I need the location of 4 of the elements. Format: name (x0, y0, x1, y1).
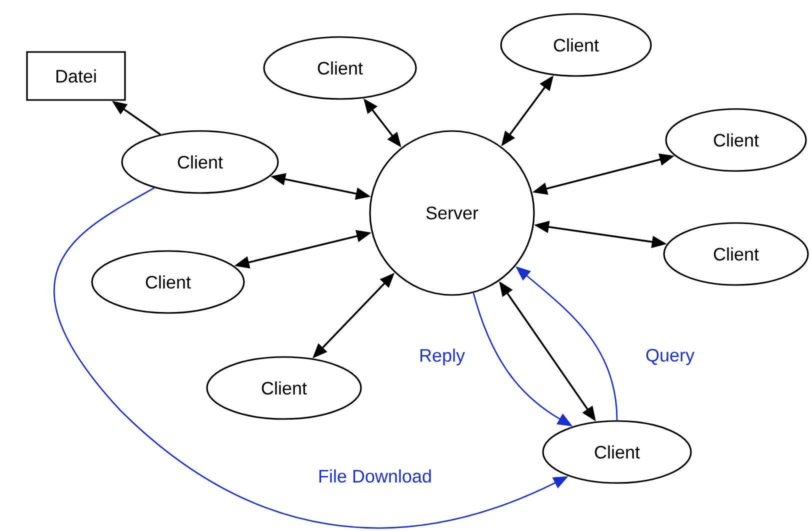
file-box: Datei (26, 51, 126, 101)
edge-label: Reply (418, 348, 466, 366)
edge-label: File Download (316, 468, 434, 484)
edge-label: Query (644, 348, 696, 366)
